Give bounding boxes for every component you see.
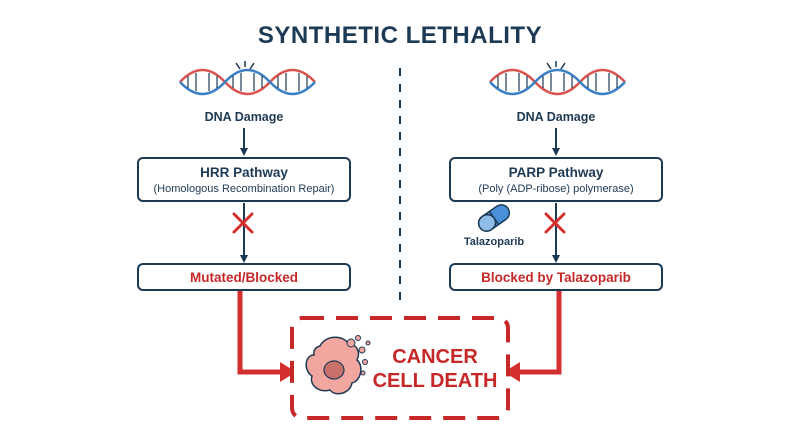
- arrow-left-to-death: [237, 291, 282, 375]
- dna-helix-icon: [179, 68, 316, 96]
- hrr-outcome-box: Mutated/Blocked: [137, 263, 351, 291]
- talazoparib-label: Talazoparib: [463, 236, 525, 248]
- cell-death-label: CANCER CELL DEATH: [360, 345, 510, 393]
- break-spark-icon: [546, 61, 566, 70]
- block-x-icon: [232, 212, 254, 234]
- parp-pathway-box: PARP Pathway (Poly (ADP-ribose) polymera…: [449, 157, 663, 202]
- parp-pathway-subtitle: (Poly (ADP-ribose) polymerase): [478, 183, 634, 195]
- diagram-title: SYNTHETIC LETHALITY: [257, 22, 543, 49]
- hrr-pathway-box: HRR Pathway (Homologous Recombination Re…: [137, 157, 351, 202]
- pill-icon: [477, 204, 511, 232]
- hrr-pathway-subtitle: (Homologous Recombination Repair): [153, 183, 335, 195]
- dna-helix-icon: [489, 68, 626, 96]
- cell-death-line2: CELL DEATH: [372, 370, 498, 392]
- break-spark-icon: [235, 61, 255, 70]
- left-dna-damage-label: DNA Damage: [204, 110, 284, 124]
- parp-outcome-box: Blocked by Talazoparib: [449, 263, 663, 291]
- block-x-icon: [544, 212, 566, 234]
- hrr-pathway-title: HRR Pathway: [200, 165, 288, 180]
- cancer-cell-icon: [305, 335, 371, 395]
- arrow-right-head: [504, 362, 520, 382]
- arrow-right-to-death: [518, 291, 562, 375]
- right-dna-damage-label: DNA Damage: [516, 110, 596, 124]
- cell-death-line1: CANCER: [392, 346, 478, 368]
- arrow-left-head: [280, 362, 296, 382]
- parp-pathway-title: PARP Pathway: [508, 165, 604, 180]
